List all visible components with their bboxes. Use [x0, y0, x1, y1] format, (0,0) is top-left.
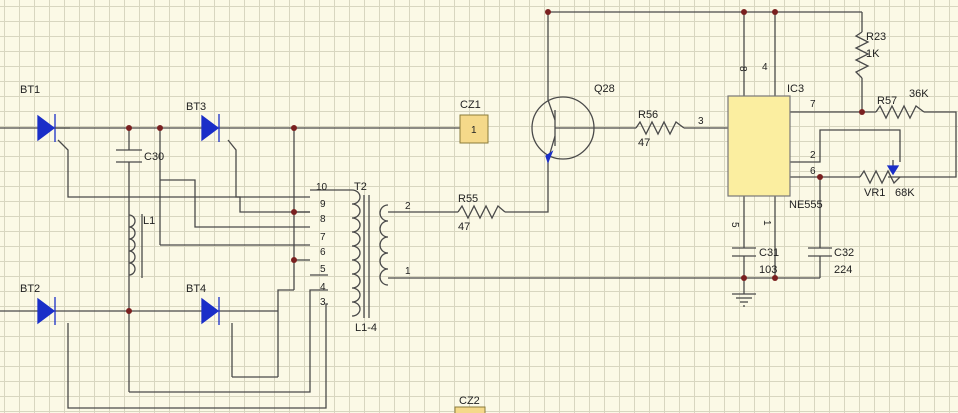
pin-numbers: 10 9 8 7 6 5 4 3 2 1 8 4 3 7 2 6 5 1 [316, 62, 816, 308]
resistor-r56[interactable] [635, 120, 685, 136]
diode-bt4[interactable] [201, 297, 220, 325]
label-c31-value: 103 [759, 264, 777, 276]
label-l1: L1 [143, 215, 155, 227]
t2-pin-2: 2 [405, 201, 411, 212]
label-r23-value: 1K [866, 48, 880, 60]
ic-pin-1: 1 [761, 220, 772, 226]
resistor-r23[interactable] [854, 31, 870, 79]
ic-pin-8: 8 [737, 66, 748, 72]
label-c31: C31 [759, 247, 779, 259]
label-c30: C30 [144, 151, 164, 163]
connector-cz1[interactable] [459, 114, 489, 144]
potentiometer-vr1[interactable] [859, 160, 901, 185]
diode-bt3[interactable] [201, 114, 220, 142]
t2-pin-7: 7 [320, 232, 326, 243]
t2-pin-9: 9 [320, 199, 326, 210]
label-r23: R23 [866, 31, 886, 43]
t2-pin-3: 3 [320, 297, 326, 308]
label-ic3: IC3 [787, 83, 804, 95]
t2-pin-6: 6 [320, 247, 326, 258]
capacitor-c32[interactable] [808, 247, 832, 257]
label-t2-sub: L1-4 [355, 322, 377, 334]
ic-pin-5: 5 [729, 222, 740, 228]
label-cz1-pin: 1 [471, 125, 477, 136]
transistor-q28[interactable] [531, 96, 595, 164]
inductor-l1[interactable] [128, 214, 143, 278]
label-r57: R57 [877, 95, 897, 107]
label-cz1: CZ1 [460, 99, 481, 111]
label-c32-value: 224 [834, 264, 852, 276]
component-labels: BT1 BT2 BT3 BT4 C30 L1 T2 L1-4 CZ1 1 CZ2… [20, 31, 929, 407]
t2-pin-4: 4 [320, 282, 326, 293]
label-t2: T2 [354, 181, 367, 193]
label-r56: R56 [638, 109, 658, 121]
ic-pin-4: 4 [762, 62, 768, 73]
label-q28: Q28 [594, 83, 615, 95]
ic-pin-6: 6 [810, 166, 816, 177]
ic-pin-7: 7 [810, 99, 816, 110]
connector-cz2[interactable] [454, 406, 486, 413]
diode-bt2[interactable] [37, 297, 56, 325]
label-r57-value: 36K [909, 88, 929, 100]
junction-dots [126, 9, 865, 314]
resistor-r55[interactable] [457, 204, 506, 220]
capacitor-c31[interactable] [732, 247, 756, 257]
t2-pin-1: 1 [405, 266, 411, 277]
label-bt3: BT3 [186, 101, 206, 113]
t2-pin-8: 8 [320, 214, 326, 225]
ic3-body[interactable] [727, 95, 791, 197]
label-ic3-part: NE555 [789, 199, 823, 211]
t2-pin-10: 10 [316, 182, 328, 193]
resistor-r57[interactable] [875, 104, 925, 120]
capacitor-c30[interactable] [116, 149, 142, 163]
label-c32: C32 [834, 247, 854, 259]
t2-pin-5: 5 [320, 264, 326, 275]
label-bt4: BT4 [186, 283, 206, 295]
diode-bt1[interactable] [37, 114, 70, 142]
label-r55-value: 47 [458, 221, 470, 233]
label-bt2: BT2 [20, 283, 40, 295]
transformer-t2[interactable] [310, 189, 389, 318]
label-vr1-value: 68K [895, 187, 915, 199]
label-vr1: VR1 [864, 187, 885, 199]
label-cz2: CZ2 [459, 395, 480, 407]
ground-symbol [732, 293, 756, 307]
label-r55: R55 [458, 193, 478, 205]
ic-pin-3: 3 [698, 116, 704, 127]
label-r56-value: 47 [638, 137, 650, 149]
ic-pin-2: 2 [810, 150, 816, 161]
wires [0, 11, 957, 413]
label-bt1: BT1 [20, 84, 40, 96]
